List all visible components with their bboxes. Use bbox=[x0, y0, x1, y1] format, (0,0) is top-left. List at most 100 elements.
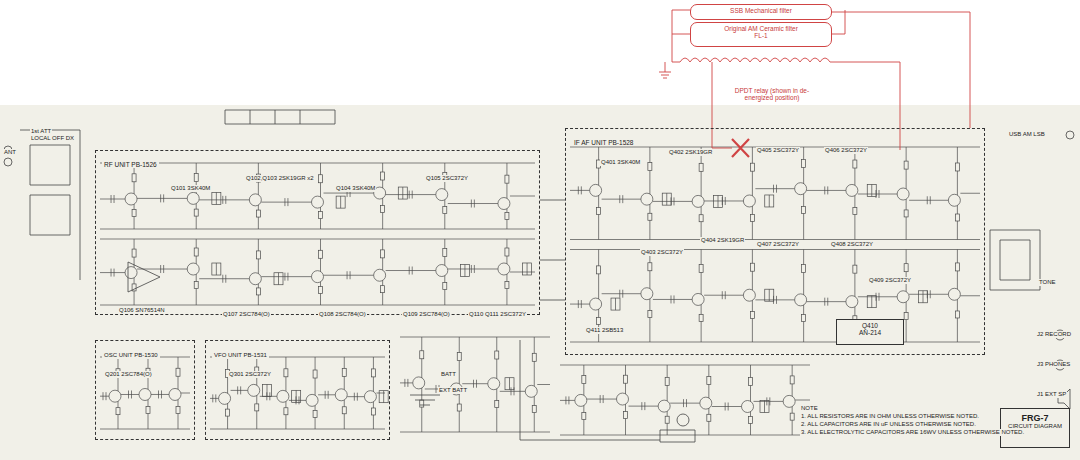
resistor-symbol bbox=[255, 404, 259, 411]
resistor-symbol bbox=[284, 408, 288, 415]
emitter-wire bbox=[148, 399, 149, 429]
ground-rail bbox=[560, 435, 810, 436]
resistor-symbol bbox=[802, 160, 806, 168]
capacitor-symbol bbox=[619, 195, 620, 203]
signal-wire bbox=[629, 406, 659, 407]
resistor-symbol bbox=[371, 369, 375, 377]
resistor-symbol bbox=[505, 248, 509, 256]
resistor-symbol bbox=[597, 317, 601, 324]
label-holder: Q105 2SC372Y bbox=[425, 166, 469, 184]
emitter-wire bbox=[752, 206, 753, 240]
signal-wire bbox=[602, 199, 641, 200]
resistor-symbol bbox=[116, 408, 120, 415]
transformer-symbol bbox=[398, 187, 407, 199]
resistor-symbol bbox=[176, 368, 180, 376]
note-text: 3. ALL ELECTROLYTIC CAPACITORS ARE 16WV … bbox=[800, 429, 1025, 436]
resistor-symbol bbox=[904, 210, 908, 217]
emitter-wire bbox=[285, 401, 286, 429]
part-label: Q301 2SC372Y bbox=[228, 371, 272, 378]
label-holder: Q411 2SB513 bbox=[585, 318, 624, 336]
resistor-symbol bbox=[319, 250, 323, 258]
relay-wire bbox=[712, 62, 732, 148]
signal-wire bbox=[858, 194, 897, 195]
label-holder: Q408 2SC372Y bbox=[830, 232, 874, 250]
signal-wire bbox=[670, 403, 700, 404]
note-text: 2. ALL CAPACITORS ARE IN uF UNLESS OTHER… bbox=[800, 421, 977, 428]
capacitor-symbol bbox=[581, 186, 582, 194]
transistor-symbol bbox=[700, 397, 712, 409]
emitter-wire bbox=[701, 206, 702, 239]
transformer-symbol bbox=[765, 195, 774, 207]
emitter-wire bbox=[583, 405, 584, 435]
emitter-wire bbox=[534, 396, 535, 432]
capacitor-symbol bbox=[266, 392, 267, 400]
ic-box: Q410AN-214 bbox=[836, 319, 904, 345]
resistor-symbol bbox=[256, 288, 260, 295]
part-label: Q409 2SC372Y bbox=[868, 277, 912, 284]
node-subtitle: FL-1 bbox=[697, 32, 825, 39]
capacitor-symbol bbox=[328, 391, 329, 399]
label-holder: Q104 3SK40M bbox=[335, 176, 376, 194]
capacitor-symbol bbox=[581, 300, 582, 308]
resistor-symbol bbox=[381, 172, 385, 180]
paper-sheet bbox=[0, 105, 1080, 460]
resistor-symbol bbox=[699, 163, 703, 171]
signal-wire bbox=[570, 304, 590, 305]
signal-wire bbox=[754, 401, 784, 402]
supply-rail bbox=[560, 365, 810, 366]
transistor-symbol bbox=[525, 385, 537, 397]
label-holder: Q101 3SK40M bbox=[170, 176, 211, 194]
transistor-symbol bbox=[795, 183, 807, 195]
ground-rail bbox=[100, 305, 535, 306]
transistor-symbol bbox=[249, 273, 261, 285]
ground-rail bbox=[570, 239, 980, 240]
capacitor-symbol bbox=[725, 403, 726, 411]
signal-wire bbox=[570, 190, 590, 191]
transistor-symbol bbox=[692, 195, 704, 207]
resistor-symbol bbox=[194, 248, 198, 256]
emitter-wire bbox=[625, 404, 626, 435]
capacitor-symbol bbox=[412, 267, 413, 275]
emitter-wire bbox=[701, 304, 702, 342]
resistor-symbol bbox=[904, 313, 908, 320]
part-label: J1 EXT SP bbox=[1036, 391, 1067, 398]
capacitor-symbol bbox=[111, 269, 112, 277]
transistor-symbol bbox=[590, 298, 602, 310]
transformer-symbol bbox=[760, 401, 769, 413]
transistor-symbol bbox=[658, 400, 670, 412]
emitter-wire bbox=[444, 276, 445, 305]
resistor-symbol bbox=[457, 404, 461, 411]
resistor-symbol bbox=[648, 213, 652, 220]
label-holder: Q402 2SK19GR bbox=[668, 140, 713, 158]
signal-wire bbox=[462, 383, 488, 384]
capacitor-symbol bbox=[683, 399, 684, 407]
transformer-symbol bbox=[212, 263, 221, 275]
transistor-symbol bbox=[641, 193, 653, 205]
resistor-symbol bbox=[256, 251, 260, 259]
capacitor-symbol bbox=[879, 293, 880, 301]
resistor-symbol bbox=[955, 163, 959, 171]
transformer-core bbox=[769, 289, 770, 301]
resistor-symbol bbox=[750, 263, 754, 271]
transistor-symbol bbox=[374, 269, 386, 281]
resistor-symbol bbox=[420, 351, 424, 359]
signal-wire bbox=[386, 194, 436, 195]
capacitor-symbol bbox=[473, 380, 474, 388]
capacitor-symbol bbox=[225, 275, 226, 283]
part-label: Q403 2SC372Y bbox=[640, 249, 684, 256]
signal-wire bbox=[324, 193, 374, 194]
meter-symbol bbox=[677, 414, 689, 426]
switch-block bbox=[990, 230, 1040, 290]
signal-wire bbox=[199, 278, 249, 279]
collector-wire bbox=[598, 250, 599, 300]
node-title: Original AM Ceramic filter bbox=[697, 25, 825, 32]
signal-wire bbox=[318, 394, 335, 395]
signal-wire bbox=[151, 394, 169, 395]
unit-boundary: VFO UNIT PB-1531 bbox=[205, 340, 390, 440]
capacitor-symbol bbox=[824, 186, 825, 194]
transformer-symbol bbox=[212, 192, 221, 204]
supply-rail bbox=[100, 163, 535, 164]
transformer-symbol bbox=[611, 298, 620, 310]
transformer-core bbox=[615, 298, 616, 310]
